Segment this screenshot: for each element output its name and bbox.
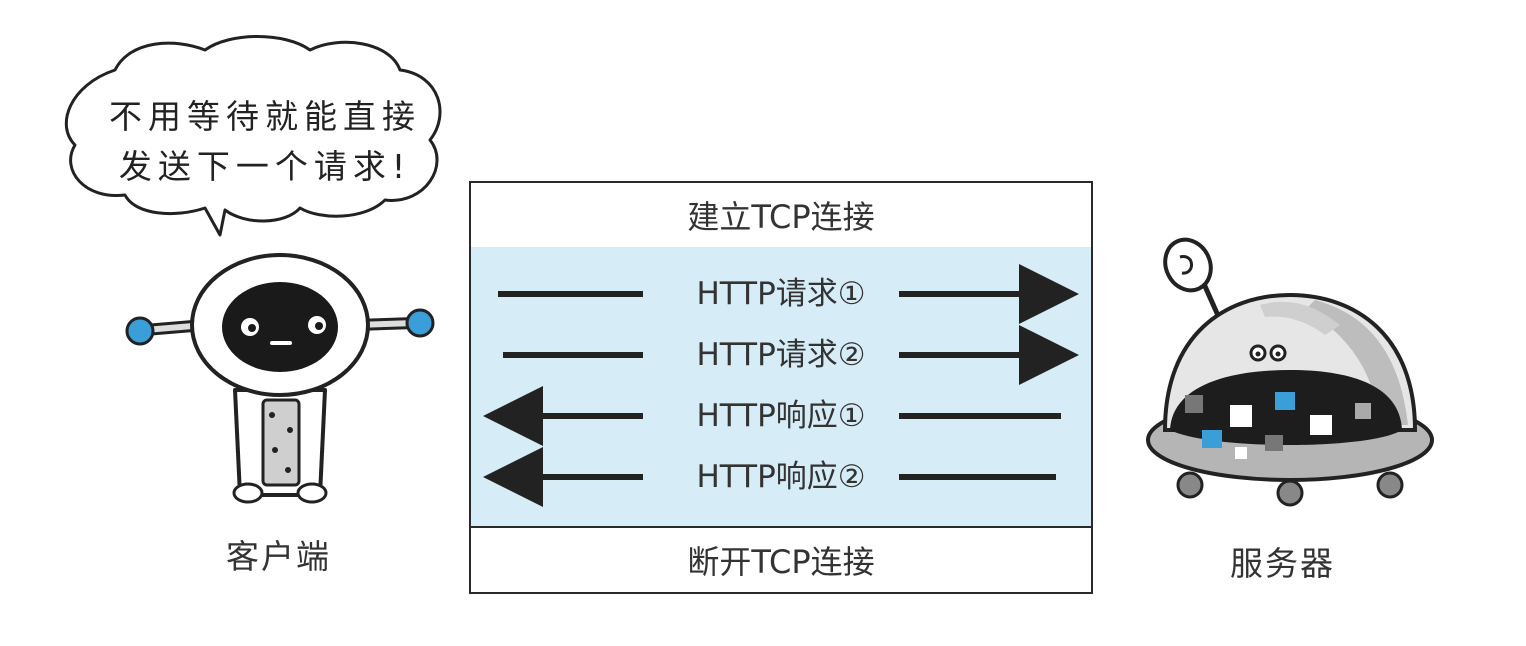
- http-response-1-label: HTTP响应①: [696, 398, 866, 434]
- establish-tcp-connection: 建立TCP连接: [471, 183, 1091, 249]
- client-label: 客户端: [226, 537, 331, 576]
- speech-line-2: 发送下一个请求!: [118, 147, 412, 186]
- speech-bubble-text: 不用等待就能直接 发送下一个请求!: [95, 90, 435, 190]
- speech-bubble: [64, 35, 442, 237]
- http-message-flow: HTTP请求① HTTP请求② HTTP响应① HTTP响应②: [471, 247, 1091, 527]
- http-response-2-label: HTTP响应②: [696, 459, 866, 495]
- http-request-1-label: HTTP请求①: [696, 276, 866, 312]
- client-robot-illustration: [125, 253, 435, 504]
- message-arrows: [483, 264, 1079, 507]
- speech-line-1: 不用等待就能直接: [109, 97, 421, 136]
- close-tcp-connection: 断开TCP连接: [471, 526, 1091, 592]
- tcp-connection-box: 建立TCP连接 HTTP请求① HTTP请求② HTTP响应① HTTP响应②: [469, 181, 1093, 594]
- server-robot-illustration: [1146, 237, 1434, 507]
- server-label: 服务器: [1230, 544, 1335, 583]
- http-request-2-label: HTTP请求②: [696, 337, 866, 373]
